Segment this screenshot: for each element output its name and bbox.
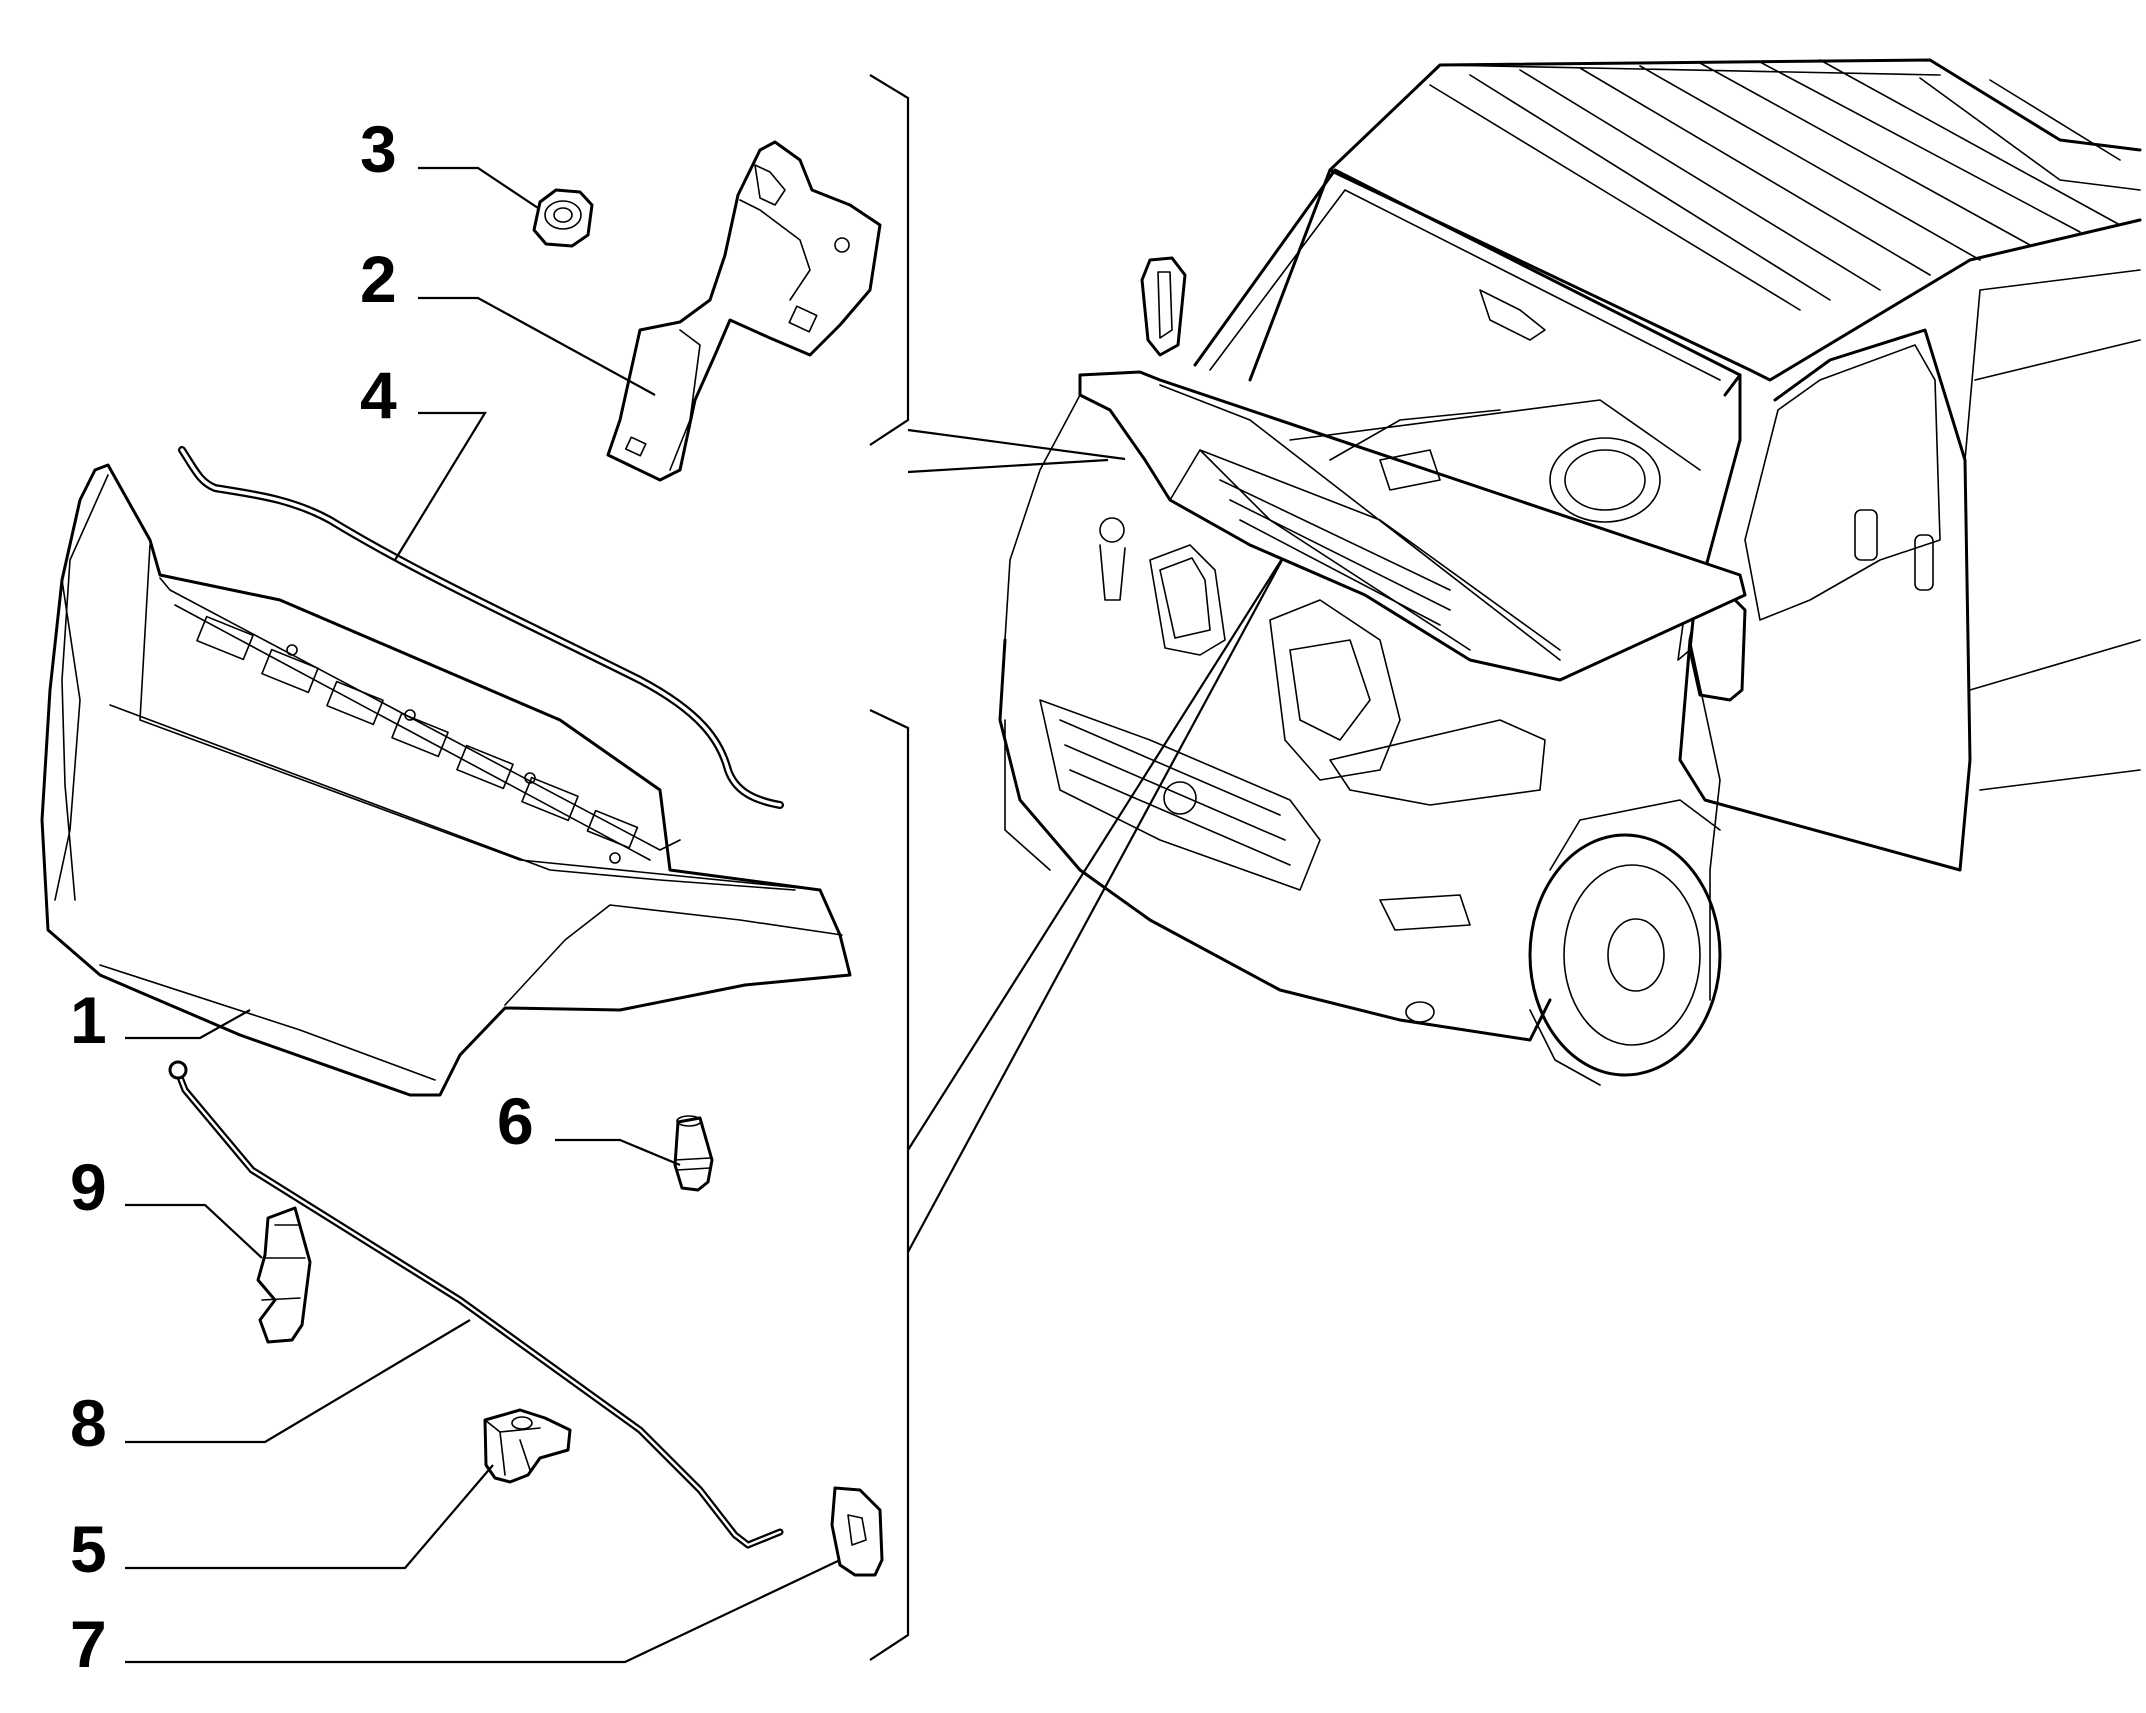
van-illustration	[998, 58, 2142, 1086]
callout-4: 4	[360, 358, 397, 432]
rubber-stop-part-6	[673, 1115, 714, 1192]
leader-6	[555, 1138, 681, 1167]
nut-part-3	[532, 188, 594, 248]
leader-7	[125, 1559, 841, 1664]
leader-8	[125, 1319, 471, 1444]
leader-3	[418, 166, 539, 209]
leader-1	[125, 1009, 251, 1040]
bonnet-part-1	[40, 463, 852, 1097]
group-bracket-lower	[869, 501, 1319, 1661]
leader-9	[125, 1203, 263, 1259]
bracket-part-5	[483, 1408, 572, 1484]
support-rod-part-8	[168, 1060, 784, 1549]
callout-2: 2	[360, 242, 397, 316]
callout-7: 7	[70, 1607, 107, 1681]
callout-6: 6	[497, 1084, 534, 1158]
leader-4	[394, 411, 487, 561]
leader-lines	[125, 166, 841, 1664]
leader-2	[418, 296, 656, 396]
leader-5	[125, 1464, 494, 1570]
grommet-part-7	[830, 1486, 884, 1577]
callout-numbers: 3 2 4 1 6 9 8 5 7	[70, 112, 534, 1681]
callout-1: 1	[70, 983, 107, 1057]
seal-strip-part-4	[178, 446, 784, 809]
hinge-bracket-part-2	[606, 140, 882, 482]
group-bracket-upper	[869, 74, 1126, 474]
callout-3: 3	[360, 112, 397, 186]
clip-part-9	[256, 1206, 312, 1344]
callout-5: 5	[70, 1512, 107, 1586]
callout-8: 8	[70, 1386, 107, 1460]
callout-9: 9	[70, 1150, 107, 1224]
